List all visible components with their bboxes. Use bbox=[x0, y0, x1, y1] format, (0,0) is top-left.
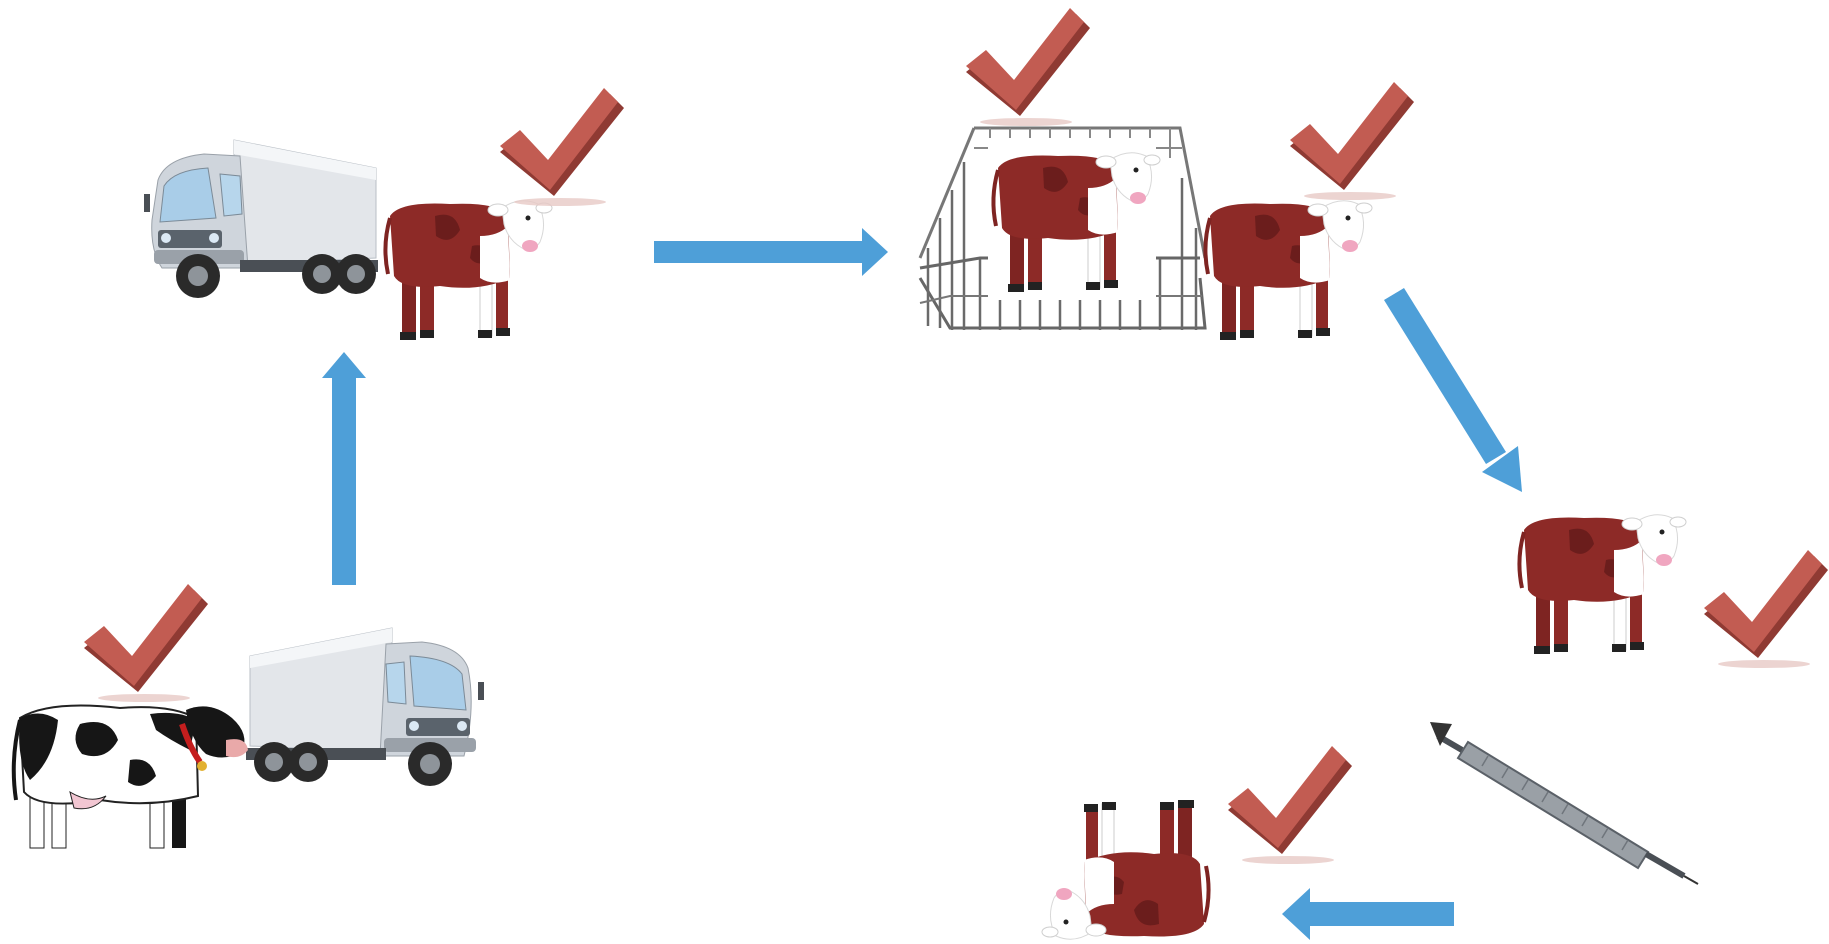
syringe-icon bbox=[1430, 722, 1698, 884]
dairy-cow-icon bbox=[14, 706, 248, 848]
arrow-up bbox=[322, 352, 366, 585]
truck-icon bbox=[143, 139, 381, 299]
calf-icon bbox=[1203, 198, 1374, 342]
arrow-left bbox=[1282, 888, 1454, 940]
calf-icon bbox=[1517, 512, 1688, 656]
checkmark-icon bbox=[500, 88, 624, 206]
arrow-diagonal-down-right bbox=[1384, 288, 1522, 492]
calf-upside-down-icon bbox=[1040, 798, 1211, 942]
checkmark-icon bbox=[84, 584, 208, 702]
checkmark-icon bbox=[966, 8, 1090, 126]
arrow-right bbox=[654, 228, 888, 276]
truck-icon bbox=[245, 627, 485, 787]
checkmark-icon bbox=[1228, 746, 1352, 864]
checkmark-icon bbox=[1290, 82, 1414, 200]
checkmark-icon bbox=[1704, 550, 1828, 668]
